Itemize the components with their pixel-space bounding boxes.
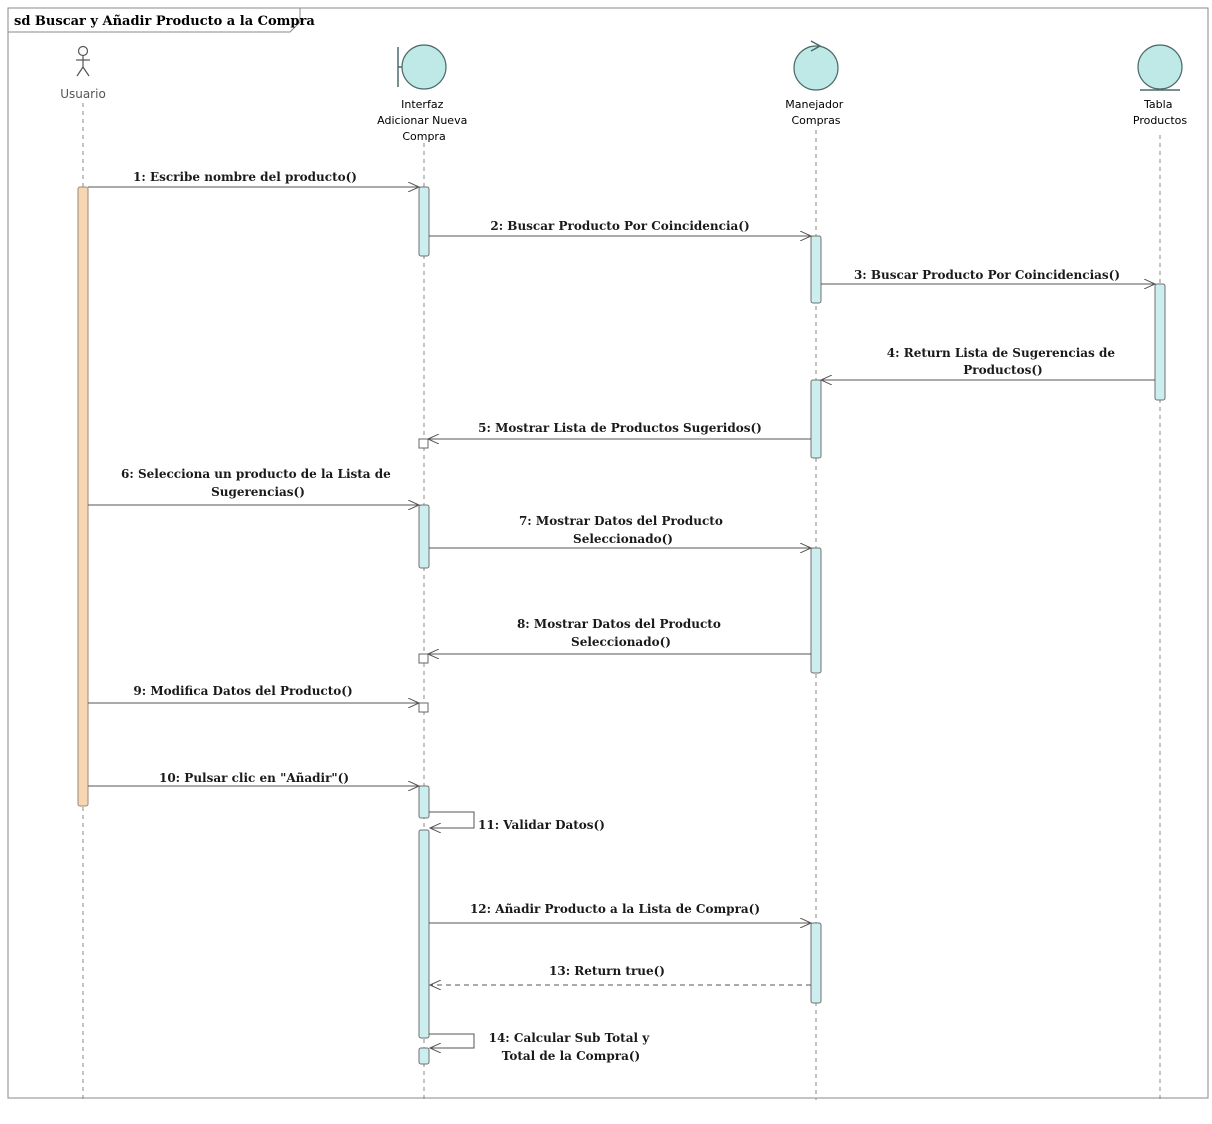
actor-icon — [76, 45, 90, 77]
activation-bar — [810, 379, 822, 459]
message-label: 14: Calcular Sub Total y Total de la Com… — [489, 1031, 654, 1063]
message-label: 3: Buscar Producto Por Coincidencias() — [854, 268, 1120, 282]
message-label: 6: Selecciona un producto de la Lista de… — [121, 467, 395, 499]
activation-bar — [418, 829, 430, 1039]
activation-bar — [418, 653, 429, 664]
activation-bar — [810, 922, 822, 1004]
frame-title: sd Buscar y Añadir Producto a la Compra — [14, 14, 315, 29]
activation-bar — [418, 1047, 430, 1065]
activation-bar — [77, 186, 89, 807]
message-label: 10: Pulsar clic en "Añadir"() — [159, 771, 349, 785]
activation-bar — [418, 186, 430, 257]
activation-bar — [810, 235, 822, 304]
message-label: 4: Return Lista de Sugerencias de Produc… — [887, 346, 1119, 377]
participant-label: Interfaz Adicionar Nueva Compra — [377, 98, 471, 143]
participant-usuario: Usuario — [60, 45, 106, 101]
message-label: 2: Buscar Producto Por Coincidencia() — [490, 219, 749, 233]
control-icon — [793, 40, 839, 91]
activation-bar — [418, 785, 430, 819]
activation-bar — [418, 504, 430, 569]
participant-label: Tabla Productos — [1133, 98, 1187, 127]
self-message-arrow — [429, 1033, 475, 1048]
participant-tabla: Tabla Productos — [1133, 44, 1187, 127]
message-label: 11: Validar Datos() — [478, 818, 605, 832]
message-label: 5: Mostrar Lista de Productos Sugeridos(… — [478, 421, 762, 435]
activation-bar — [418, 438, 429, 449]
activation-bar — [418, 702, 429, 713]
entity-icon — [1137, 44, 1183, 91]
message-label: 7: Mostrar Datos del Producto Selecciona… — [519, 514, 727, 546]
self-message-arrow — [429, 811, 475, 828]
participant-interfaz: Interfaz Adicionar Nueva Compra — [377, 44, 471, 143]
participant-manejador: Manejador Compras — [785, 40, 847, 127]
message-label: 9: Modifica Datos del Producto() — [133, 684, 352, 698]
frame-title-tab — [7, 7, 301, 33]
activation-bar — [810, 547, 822, 674]
message-label: 12: Añadir Producto a la Lista de Compra… — [470, 902, 760, 916]
activation-bar — [1154, 283, 1166, 401]
message-label: 8: Mostrar Datos del Producto Selecciona… — [517, 617, 725, 649]
participant-label: Manejador Compras — [785, 98, 847, 127]
message-label: 13: Return true() — [549, 964, 665, 978]
participant-label: Usuario — [60, 87, 106, 101]
boundary-icon — [397, 44, 447, 90]
diagram-frame — [7, 7, 1209, 1099]
message-label: 1: Escribe nombre del producto() — [133, 170, 357, 184]
